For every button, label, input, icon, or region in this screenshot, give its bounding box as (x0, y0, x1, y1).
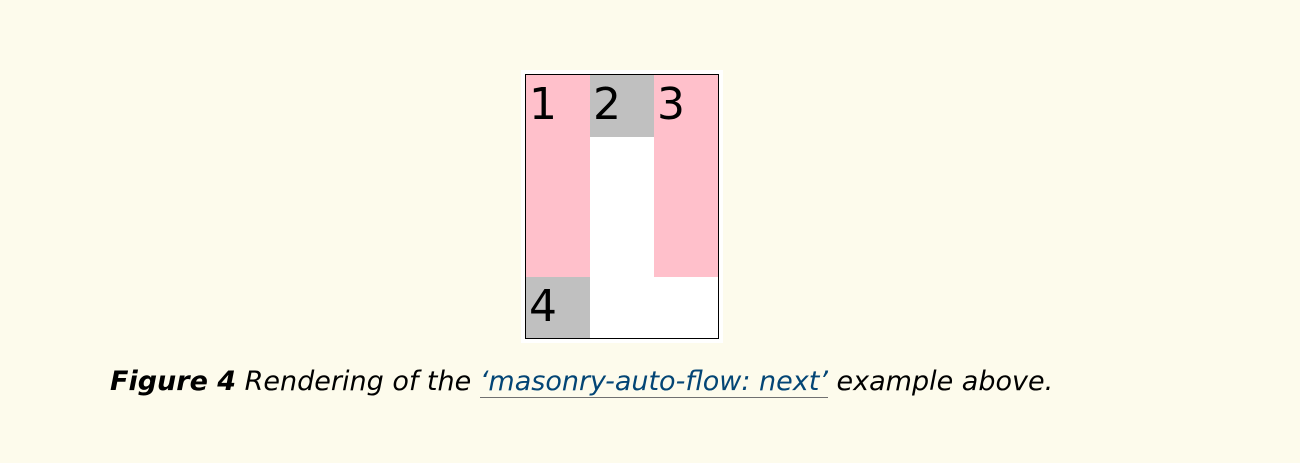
figure-caption: Figure 4 Rendering of the ‘masonry-auto-… (110, 362, 1290, 402)
grid-item-1: 1 (526, 75, 590, 277)
masonry-auto-flow-link[interactable]: ‘masonry-auto-flow: next’ (479, 366, 828, 398)
grid-item-3: 3 (654, 75, 718, 277)
masonry-grid-rendering: 1 2 3 4 (525, 74, 719, 339)
caption-text-before: Rendering of the (236, 366, 480, 397)
grid-item-4: 4 (526, 277, 590, 338)
caption-text-after: example above. (827, 366, 1054, 397)
figure-label: Figure 4 (110, 366, 237, 397)
grid-item-2: 2 (590, 75, 654, 137)
